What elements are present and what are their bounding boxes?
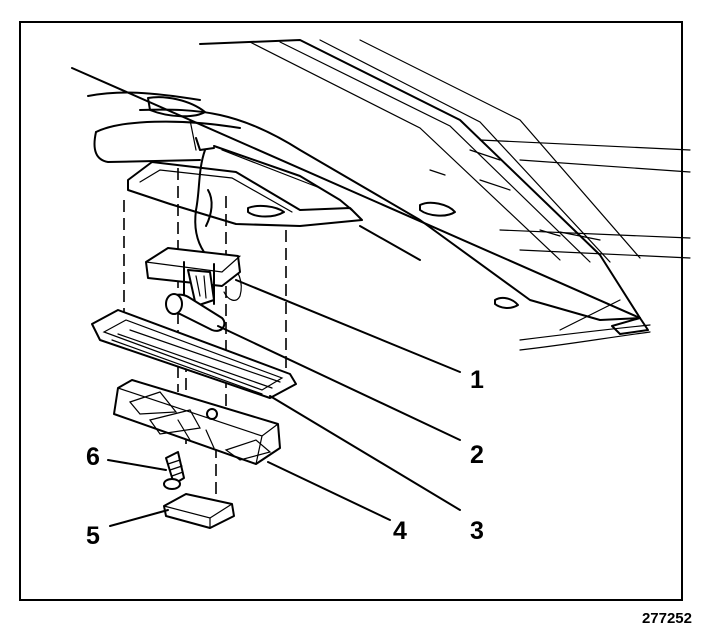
callout-3-label: 3 <box>470 517 484 545</box>
part-4-housing <box>113 379 391 521</box>
part-1-bracket <box>145 247 461 373</box>
callout-2-label: 2 <box>470 441 484 469</box>
callout-4-label: 4 <box>393 517 407 545</box>
callout-6-label: 6 <box>86 443 100 471</box>
diagram-frame <box>19 21 683 601</box>
part-2-bulb <box>165 293 461 441</box>
callout-1-label: 1 <box>470 366 484 394</box>
part-5-cover <box>109 493 235 529</box>
roof-headliner <box>71 39 691 351</box>
roof-mount-bracket <box>127 119 421 261</box>
figure-number: 277252 <box>641 610 692 627</box>
part-3-lens <box>91 309 461 511</box>
callout-5-label: 5 <box>86 522 100 550</box>
part-6-screw <box>107 451 185 490</box>
